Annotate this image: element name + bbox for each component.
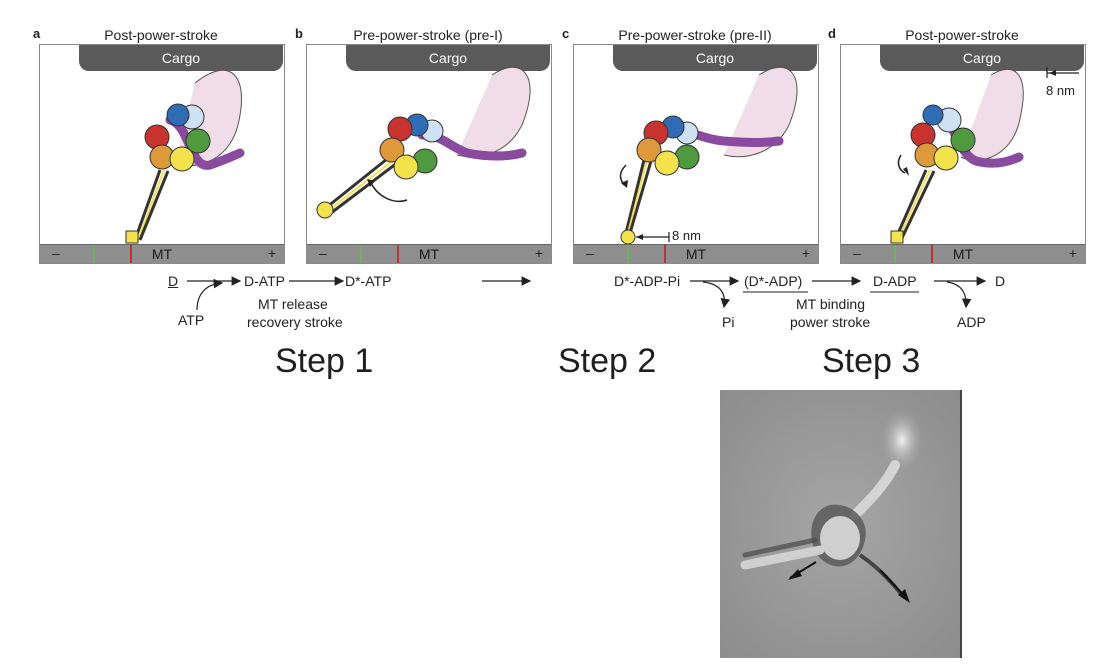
scheme-pi: Pi — [722, 314, 735, 330]
mt-label: MT — [151, 246, 173, 262]
red-marker — [130, 245, 132, 263]
dynein-motor-b — [316, 66, 531, 219]
scheme-power-stroke: power stroke — [790, 314, 871, 330]
panel-letter-c: c — [562, 26, 570, 41]
cargo-box: Cargo — [79, 45, 283, 71]
step-3-label: Step 3 — [822, 342, 921, 380]
microtubule-bar: – MT + — [307, 244, 551, 263]
panel-title-b: Pre-power-stroke (pre-I) — [353, 27, 503, 43]
scheme-dstar-adp: (D*-ADP) — [744, 273, 803, 289]
panel-title-d: Post-power-stroke — [905, 27, 1019, 43]
distance-label-8nm: 8 nm — [1046, 83, 1075, 98]
scheme-dstar-atp: D*-ATP — [345, 273, 392, 289]
panel-letter-d: d — [828, 26, 836, 41]
scheme-mt-release: MT release — [258, 296, 328, 312]
scheme-recovery-stroke: recovery stroke — [247, 314, 343, 330]
scheme-atp: ATP — [178, 312, 205, 328]
distance-label-8nm: 8 nm — [672, 228, 701, 243]
electron-micrograph — [720, 390, 962, 658]
mt-plus-end: + — [1068, 245, 1077, 261]
panel-c: Cargo 8 nm – MT + — [573, 44, 819, 264]
microtubule-bar: – MT + — [40, 244, 284, 263]
microtubule-bar: – MT + — [574, 244, 818, 263]
mt-label: MT — [685, 246, 707, 262]
scheme-mt-binding: MT binding — [796, 296, 866, 312]
mt-minus-end: – — [586, 245, 594, 261]
scheme-dstar-adp-pi: D*-ADP-Pi — [614, 273, 681, 289]
mt-plus-end: + — [801, 245, 810, 261]
mt-minus-end: – — [319, 245, 327, 261]
panel-a: Cargo – MT + — [39, 44, 285, 264]
panel-title-a: Post-power-stroke — [104, 27, 218, 43]
green-marker — [360, 245, 362, 263]
scheme-d: D — [168, 273, 179, 289]
green-marker — [93, 245, 95, 263]
mt-label: MT — [952, 246, 974, 262]
step-2-label: Step 2 — [558, 342, 657, 380]
green-marker — [627, 245, 629, 263]
dynein-motor-a — [125, 69, 245, 244]
mt-minus-end: – — [853, 245, 861, 261]
panel-title-c: Pre-power-stroke (pre-II) — [618, 27, 772, 43]
microtubule-bar: – MT + — [841, 244, 1085, 263]
cargo-box: Cargo — [613, 45, 817, 71]
scheme-d-end: D — [995, 273, 1006, 289]
mt-label: MT — [418, 246, 440, 262]
dynein-motor-d — [890, 67, 1079, 244]
step-1-label: Step 1 — [275, 342, 374, 380]
mt-minus-end: – — [52, 245, 60, 261]
panel-d: Cargo 8 nm – MT + — [840, 44, 1086, 264]
red-marker — [397, 245, 399, 263]
scheme-d-adp: D-ADP — [873, 273, 917, 289]
panel-letter-a: a — [33, 26, 41, 41]
mt-plus-end: + — [267, 245, 276, 261]
green-marker — [894, 245, 896, 263]
red-marker — [664, 245, 666, 263]
scheme-adp: ADP — [957, 314, 986, 330]
red-marker — [931, 245, 933, 263]
micrograph-image — [720, 390, 960, 658]
scheme-d-atp: D-ATP — [244, 273, 285, 289]
dynein-motor-c — [619, 66, 798, 245]
panel-letter-b: b — [295, 26, 303, 41]
mt-plus-end: + — [534, 245, 543, 261]
cargo-box: Cargo — [346, 45, 550, 71]
cargo-box: Cargo — [880, 45, 1084, 71]
panel-b: Cargo – MT + — [306, 44, 552, 264]
